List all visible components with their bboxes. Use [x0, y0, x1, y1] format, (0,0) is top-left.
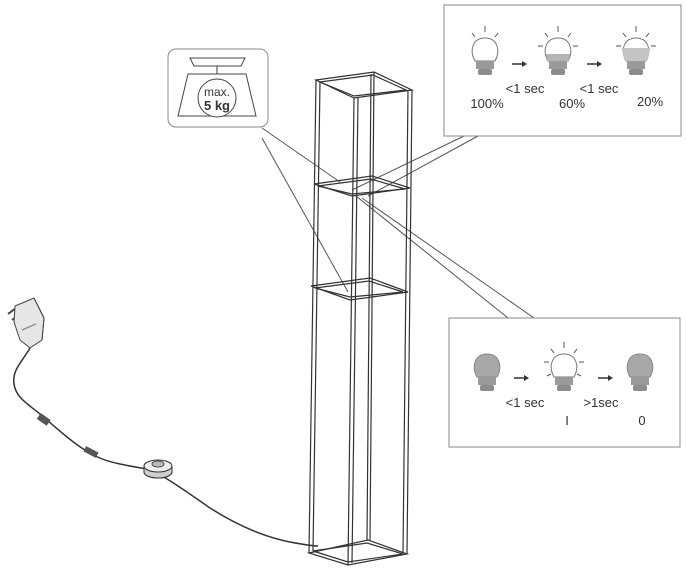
- state-off-label: 0: [638, 413, 645, 428]
- light-bulb-icon: [616, 26, 656, 75]
- arrow-icon: [598, 375, 613, 381]
- power-adapter-icon: [7, 297, 45, 349]
- arrow-icon: [514, 375, 529, 381]
- dimmer-panel: 100% <1 sec 60% <1 sec 20%: [443, 4, 682, 137]
- weight-limit-text: 5 kg: [204, 98, 230, 113]
- dimmer-time-label: <1 sec: [506, 81, 545, 96]
- brightness-20-label: 20%: [637, 94, 663, 109]
- light-bulb-icon: [544, 342, 584, 391]
- brightness-100-label: 100%: [470, 96, 504, 111]
- weight-label-box: max. 5 kg: [167, 48, 269, 128]
- arrow-icon: [587, 61, 602, 67]
- switch-panel: <1 sec >1sec I 0: [448, 317, 681, 448]
- light-bulb-icon: [538, 26, 578, 75]
- weight-max-text: max.: [204, 85, 230, 99]
- switch-time-label: <1 sec: [506, 395, 545, 410]
- foot-switch-icon: [143, 459, 173, 479]
- dimmer-time-label: <1 sec: [580, 81, 619, 96]
- pointer-lines: [261, 127, 535, 319]
- arrow-icon: [512, 61, 527, 67]
- power-cable: [13, 347, 319, 547]
- switch-time-label: >1sec: [583, 395, 619, 410]
- state-on-label: I: [565, 413, 569, 428]
- weight-scale-icon: [177, 57, 257, 118]
- cable-connector: [36, 413, 99, 458]
- light-bulb-icon: [626, 353, 654, 391]
- light-bulb-icon: [471, 26, 499, 75]
- shelf-frame: [306, 71, 415, 566]
- brightness-60-label: 60%: [559, 96, 585, 111]
- light-bulb-icon: [473, 353, 501, 391]
